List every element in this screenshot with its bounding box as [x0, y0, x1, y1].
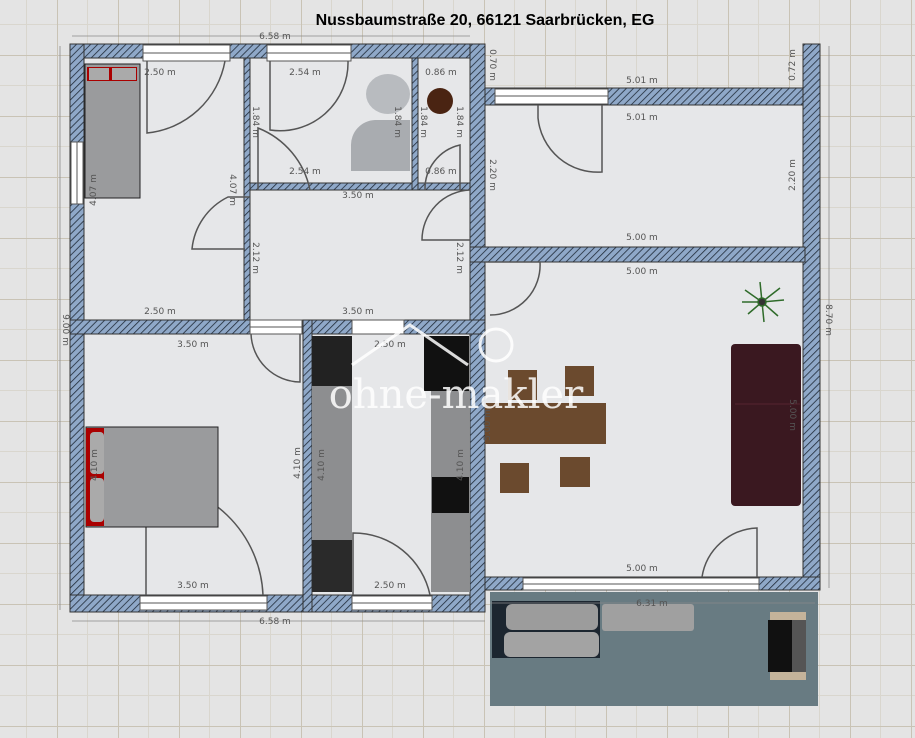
dim-living-left: 5.00 m — [483, 409, 493, 441]
door-hall-living — [421, 189, 471, 241]
door-bedroom2 — [250, 333, 301, 383]
plant — [742, 281, 785, 323]
sofa — [731, 344, 801, 506]
dim-bath-top: 2.54 m — [289, 68, 321, 78]
dim-kitchen-right: 4.10 m — [456, 449, 466, 481]
dim-kitchen-left: 4.10 m — [317, 449, 327, 481]
dim-ne-right: 2.20 m — [788, 159, 798, 191]
toilet — [427, 88, 453, 114]
dim-kitchen-top: 2.50 m — [374, 340, 406, 350]
dim-wc-right: 1.84 m — [454, 106, 464, 138]
dim-bedroom2-top: 3.50 m — [177, 340, 209, 350]
door-terrace — [701, 527, 758, 578]
dim-ne-offset-right: 0.72 m — [788, 49, 798, 81]
bathroom-fixtures — [350, 74, 453, 171]
bed-single — [84, 63, 141, 199]
dim-overall-left: 9.00 m — [60, 314, 70, 346]
dim-wc-left: 1.84 m — [418, 106, 428, 138]
ohne-makler-watermark: ohne-makler — [329, 323, 584, 418]
dim-living-top: 5.00 m — [626, 267, 658, 277]
watermark-text: ohne-makler — [329, 372, 584, 418]
dimension-labels: 6.58 m 6.58 m 9.00 m 8.70 m 2.50 m 2.50 … — [60, 32, 833, 627]
dim-ne-bottom: 5.00 m — [626, 233, 658, 243]
page-title: Nussbaumstraße 20, 66121 Saarbrücken, EG — [315, 12, 655, 29]
dim-living-right: 5.00 m — [787, 399, 797, 431]
dim-ne-outer: 5.01 m — [626, 76, 658, 86]
dim-bedroom1-top: 2.50 m — [144, 68, 176, 78]
dim-bedroom2-right: 4.10 m — [293, 447, 303, 479]
door-bath — [257, 126, 311, 191]
windows — [70, 44, 760, 611]
sink — [366, 74, 410, 114]
dim-bath-bottom: 2.54 m — [289, 167, 321, 177]
dim-kitchen-bottom: 2.50 m — [374, 581, 406, 591]
dim-bath-right: 1.84 m — [392, 106, 402, 138]
dim-overall-top: 6.58 m — [259, 32, 291, 42]
dining-set — [485, 366, 606, 493]
dim-bedroom2-left: 4.10 m — [90, 449, 100, 481]
door-living-hall — [485, 261, 541, 316]
door-ne-room — [537, 105, 603, 173]
dim-hall-left: 2.12 m — [250, 242, 260, 274]
dim-wc-bottom: 0.86 m — [425, 167, 457, 177]
dim-ne-inner: 5.01 m — [626, 113, 658, 123]
dimension-lines — [59, 35, 830, 622]
dim-bedroom2-bottom: 3.50 m — [177, 581, 209, 591]
shower — [350, 120, 410, 171]
door-bedroom1-window — [146, 60, 226, 134]
dim-ne-left: 2.20 m — [487, 159, 497, 191]
dim-wc-top: 0.86 m — [425, 68, 457, 78]
dim-living-bottom: 5.00 m — [626, 564, 658, 574]
dim-hall-top: 3.50 m — [342, 191, 374, 201]
dim-hall-bottom: 3.50 m — [342, 307, 374, 317]
dim-overall-bottom: 6.58 m — [259, 617, 291, 627]
dim-bedroom1-depth: 4.07 m — [227, 174, 237, 206]
kitchen-counters — [312, 336, 469, 592]
dim-hall-right: 2.12 m — [454, 242, 464, 274]
door-bedroom1-hall — [191, 196, 250, 250]
door-kitchen — [352, 532, 431, 596]
bed-double — [85, 426, 219, 528]
dim-bath-left: 1.84 m — [250, 106, 260, 138]
grill — [768, 612, 806, 680]
dim-ne-offset-left: 0.70 m — [487, 49, 497, 81]
dim-terrace: 6.31 m — [636, 599, 668, 609]
terrace-lounge-sofa — [492, 601, 694, 658]
pin-logo-icon — [478, 327, 514, 363]
door-wc — [424, 144, 461, 191]
dim-bedroom1-bottom: 2.50 m — [144, 307, 176, 317]
dim-overall-right: 8.70 m — [823, 304, 833, 336]
dim-bedroom1-depth-left: 4.07 m — [89, 174, 99, 206]
house-logo-icon — [351, 323, 469, 367]
door-bath-window — [269, 60, 349, 132]
